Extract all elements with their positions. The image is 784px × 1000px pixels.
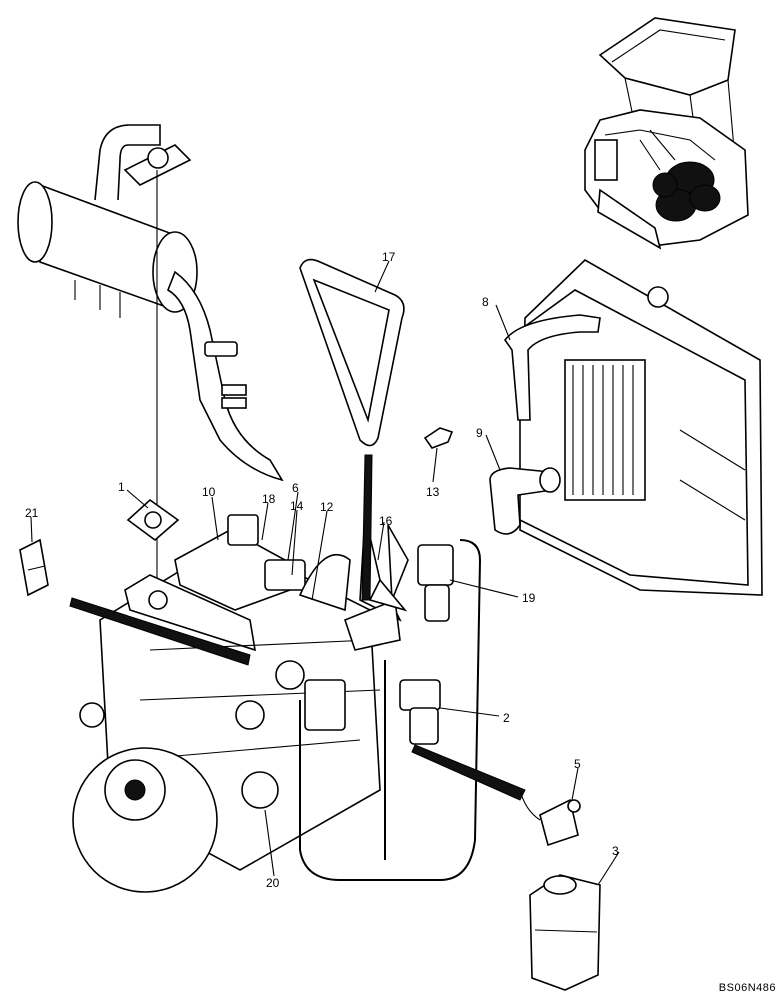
engine-assembly <box>72 514 482 893</box>
part-16-fan <box>368 524 409 612</box>
callout-13: 13 <box>426 485 440 499</box>
muffler-assembly <box>17 124 284 482</box>
callout-labels: 1 2 3 5 6 8 9 10 12 13 14 16 17 18 19 20… <box>25 250 619 890</box>
part-1-gasket <box>126 498 180 542</box>
callout-12: 12 <box>320 500 334 514</box>
callout-18: 18 <box>262 492 276 506</box>
callout-14: 14 <box>290 499 304 513</box>
callout-21: 21 <box>25 506 39 520</box>
part-5-sensor <box>519 789 581 847</box>
callout-19: 19 <box>522 591 536 605</box>
leader-lines <box>30 260 620 886</box>
part-17-belt <box>299 258 405 447</box>
callout-20: 20 <box>266 876 280 890</box>
radiator-assembly <box>489 259 763 596</box>
callout-2: 2 <box>503 711 510 725</box>
callout-17: 17 <box>382 250 396 264</box>
callout-9: 9 <box>476 426 483 440</box>
callout-10: 10 <box>202 485 216 499</box>
part-2-filter <box>399 679 441 745</box>
part-3-reserve-tank <box>529 874 601 991</box>
callout-6: 6 <box>292 481 299 495</box>
callout-1: 1 <box>118 480 125 494</box>
callout-3: 3 <box>612 844 619 858</box>
highlighted-engine-area <box>652 161 721 222</box>
callout-16: 16 <box>379 514 393 528</box>
part-21-bracket <box>19 538 49 597</box>
callout-5: 5 <box>574 757 581 771</box>
figure-reference-code: BS06N486 <box>718 982 776 994</box>
part-13-switch <box>423 427 454 449</box>
excavator-overview-illustration <box>584 17 749 250</box>
part-19-filter <box>417 544 454 622</box>
callout-8: 8 <box>482 295 489 309</box>
